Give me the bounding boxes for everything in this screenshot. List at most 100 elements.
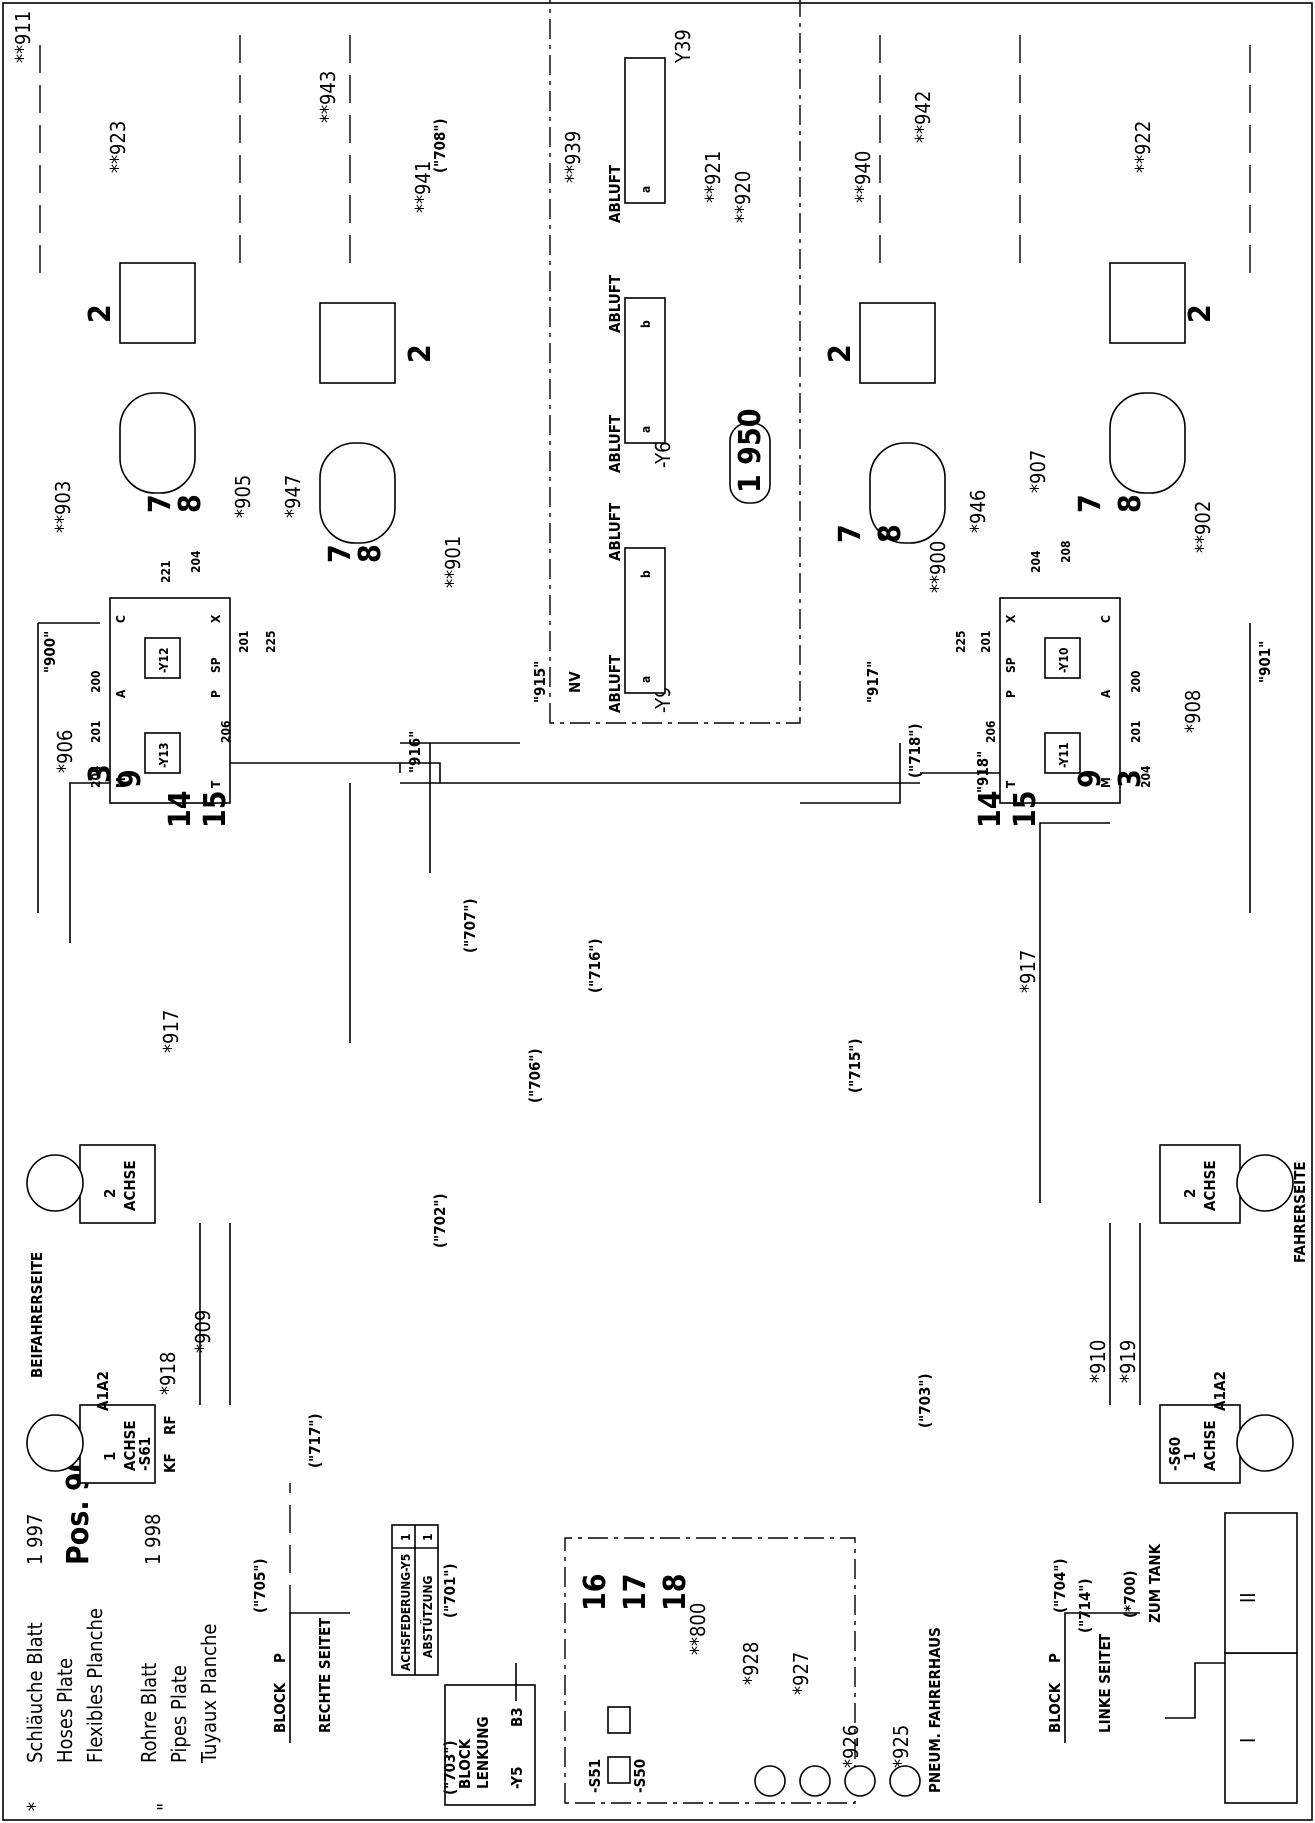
port-t-left: T	[209, 780, 223, 788]
pipe-715: ("715")	[846, 1038, 864, 1093]
pipe-designations: ("703") ("701") ("702") ("706") ("707") …	[41, 118, 1274, 1795]
port-sp-right: SP	[1004, 657, 1018, 673]
accumulator-4-icon	[1109, 392, 1186, 494]
legend-pipe-3: Tuyaux Planche	[197, 1624, 221, 1764]
axle-passenger: BEIFAHRERSEITE 2 ACHSE 1 ACHSE -S61 RF K…	[26, 1010, 231, 1484]
hose-923: **923	[106, 121, 130, 173]
axle-2d-label: ACHSE	[1201, 1160, 1219, 1211]
item-2-b: 2	[403, 344, 438, 363]
axle-1d-eye-icon	[1236, 1414, 1294, 1472]
port-a-right: A	[1099, 689, 1113, 698]
accumulator-1-icon	[119, 392, 196, 494]
port-c-left: C	[114, 615, 128, 623]
block-right-label: BLOCK	[271, 1682, 289, 1733]
port-204b-right: 204	[1029, 550, 1043, 573]
top-hoses: **911 **923 **943 **941 **940 **942 **92…	[11, 11, 1251, 273]
a2d-label: A2	[1211, 1371, 1229, 1391]
axle-1-eye-icon	[26, 1414, 84, 1472]
abluft-label: ABLUFT	[606, 654, 624, 713]
port-204-left: 204	[89, 765, 103, 788]
abluft-label-5: ABLUFT	[606, 164, 624, 223]
tank-box-2	[1224, 1512, 1298, 1654]
legend-hose-1: Schläuche Blatt	[23, 1622, 47, 1763]
block-left-side: BLOCK P LINKE SEITE T ("704") ("714") (*…	[1046, 1512, 1298, 1804]
port-200-right: 200	[1129, 670, 1143, 693]
item-2-d: 2	[1183, 304, 1218, 323]
axle-2d-num: 2	[1181, 1189, 1199, 1198]
port-m-right: M	[1099, 777, 1113, 788]
item-9-left: 9	[113, 769, 148, 788]
item-9-right: 9	[1073, 769, 1108, 788]
port-201-right: 201	[1129, 720, 1143, 743]
table-row2-label: ABSTÜTZUNG	[420, 1576, 435, 1658]
port-x-right: X	[1004, 614, 1018, 623]
valve-2c-body	[859, 302, 936, 384]
pipe-901: "901"	[1256, 641, 1274, 683]
y12-label: -Y12	[157, 647, 171, 673]
port-x-left: X	[209, 614, 223, 623]
gauge-icon	[889, 1765, 921, 1797]
rotated-layer: * Schläuche Blatt Hoses Plate Flexibles …	[11, 0, 1309, 1811]
item-8-d: 8	[1113, 494, 1148, 513]
block-left-t: T	[1096, 1633, 1114, 1643]
port-204-right: 204	[1139, 765, 1153, 788]
rf-label: RF	[161, 1415, 179, 1435]
hose-700: (*700)	[1121, 1570, 1139, 1618]
port-225-right: 225	[954, 630, 968, 653]
item-14-right: 14	[973, 790, 1008, 828]
s51-label: -S51	[586, 1759, 604, 1793]
pipe-702: ("702")	[431, 1193, 449, 1248]
gauge-icon	[799, 1765, 831, 1797]
axle-1d-num: 1	[1181, 1452, 1199, 1461]
port-201b-left: 201	[237, 630, 251, 653]
driver-side-label: FAHRERSEITE	[1291, 1161, 1309, 1263]
hose-928: *928	[739, 1642, 763, 1685]
item-7-a: 7	[143, 494, 178, 513]
hose-907: *907	[1026, 450, 1050, 493]
item-7-c: 7	[833, 524, 868, 543]
tank-label: ZUM TANK	[1146, 1543, 1164, 1623]
pipe-706: ("706")	[526, 1048, 544, 1103]
hose-942: **942	[911, 91, 935, 143]
s61-label: -S61	[136, 1437, 154, 1471]
valve-block-left-body	[109, 597, 231, 804]
valve-2b-body	[319, 302, 396, 384]
hose-939: **939	[561, 131, 585, 183]
table-row1-value: 1	[399, 1533, 413, 1541]
gauge-icon	[844, 1765, 876, 1797]
hose-925: *925	[889, 1725, 913, 1768]
block-950: 1 950	[733, 408, 768, 493]
axle-1-num: 1	[101, 1452, 119, 1461]
hose-918: *918	[156, 1352, 180, 1395]
hose-946: *946	[966, 490, 990, 533]
hose-941: **941	[411, 161, 435, 213]
port-b-y6: b	[639, 320, 653, 328]
hose-901: **901	[441, 536, 465, 588]
hose-900: **900	[926, 541, 950, 593]
axle-2-eye-icon	[26, 1154, 84, 1212]
block-lenkung-label-1: BLOCK	[456, 1738, 474, 1789]
hose-926: *926	[839, 1725, 863, 1768]
gauge-icon	[754, 1765, 786, 1797]
abluft-label-4: ABLUFT	[606, 274, 624, 333]
valve-2a-body	[119, 262, 196, 344]
hose-910: *910	[1086, 1340, 1110, 1383]
hose-927: *927	[789, 1652, 813, 1695]
axle-1-label: ACHSE	[121, 1420, 139, 1471]
axle-driver: FAHRERSEITE 2 ACHSE 1 ACHSE -S60 A2 A1 *…	[1016, 950, 1309, 1484]
legend-quote: "	[153, 1803, 177, 1811]
tank-roman-1: I	[1236, 1738, 1260, 1743]
block-right-t: T	[316, 1617, 334, 1627]
legend-pipe-2: Pipes Plate	[167, 1665, 191, 1763]
port-m-left: M	[114, 777, 128, 788]
hose-917-right: *917	[1016, 950, 1040, 993]
legend-hose-2: Hoses Plate	[53, 1658, 77, 1763]
valve-2d-body	[1109, 262, 1186, 344]
hose-947: *947	[281, 475, 305, 518]
hose-909: *909	[191, 1310, 215, 1353]
hose-943: **943	[316, 71, 340, 123]
pipe-900: "900"	[41, 631, 59, 673]
item-8-b: 8	[353, 544, 388, 563]
pipe-718: ("718")	[906, 723, 924, 778]
